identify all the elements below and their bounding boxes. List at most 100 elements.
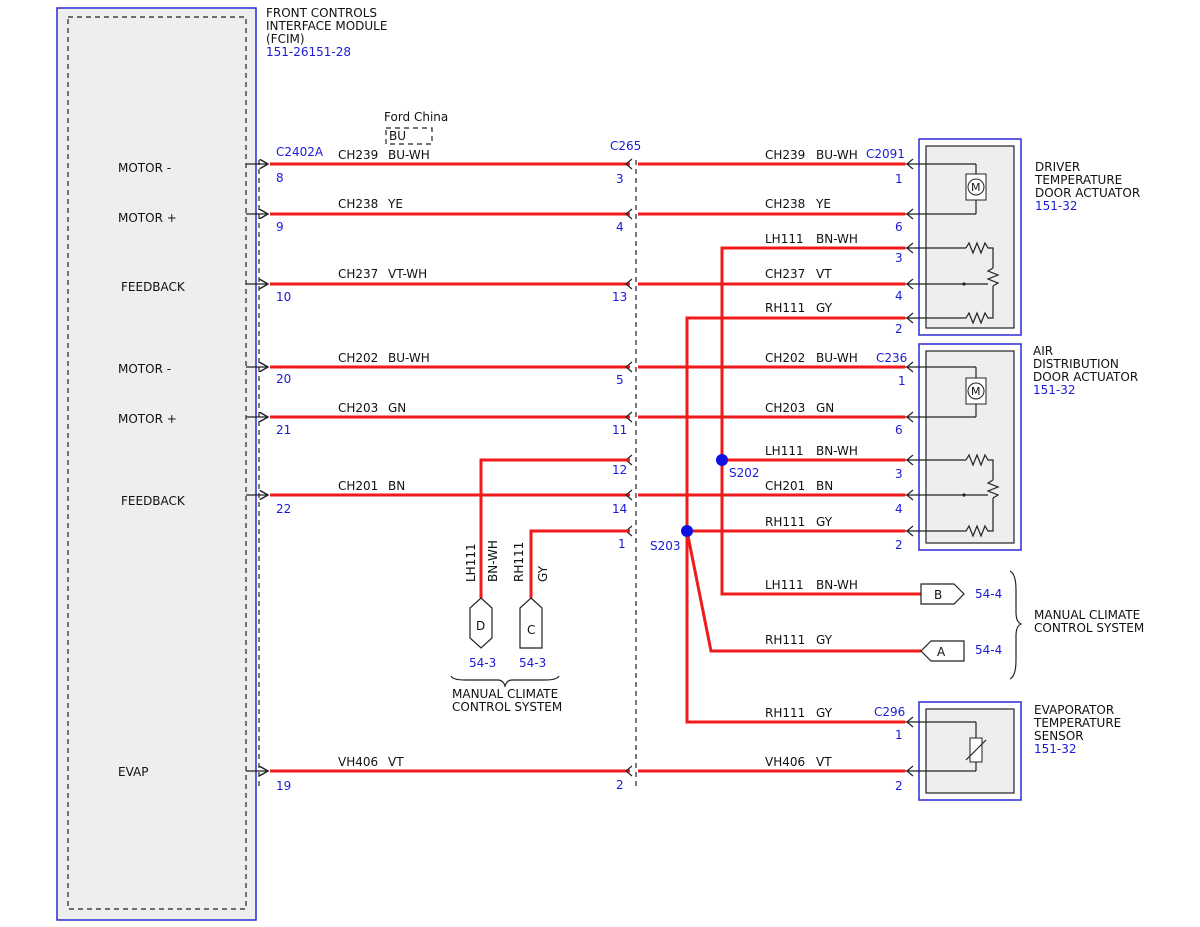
svg-text:8: 8: [276, 171, 284, 185]
svg-text:6: 6: [895, 423, 903, 437]
svg-text:TEMPERATURE: TEMPERATURE: [1033, 716, 1121, 730]
terminal-a: A: [920, 640, 965, 662]
ref-54-4-a: 54-4: [975, 643, 1002, 657]
svg-text:14: 14: [612, 502, 627, 516]
svg-text:RH111: RH111: [765, 515, 805, 529]
svg-text:LH111: LH111: [765, 232, 804, 246]
evap-temp-sensor-title: EVAPORATOR TEMPERATURE SENSOR 151-32: [1033, 703, 1121, 756]
svg-text:11: 11: [612, 423, 627, 437]
motor-symbol: M: [971, 181, 981, 194]
svg-text:INTERFACE MODULE: INTERFACE MODULE: [266, 19, 387, 33]
svg-text:4: 4: [895, 289, 903, 303]
svg-text:151-32: 151-32: [1033, 383, 1076, 397]
svg-text:B: B: [934, 588, 942, 602]
svg-text:1: 1: [895, 728, 903, 742]
svg-text:CH238: CH238: [765, 197, 805, 211]
svg-text:MANUAL CLIMATE: MANUAL CLIMATE: [452, 687, 558, 701]
component-arrows: [906, 158, 914, 777]
svg-text:1: 1: [618, 537, 626, 551]
evap-temp-sensor: [905, 701, 1022, 801]
svg-text:YE: YE: [815, 197, 831, 211]
svg-text:22: 22: [276, 502, 291, 516]
svg-text:(FCIM): (FCIM): [266, 32, 305, 46]
splice-s203: [681, 525, 693, 537]
svg-text:DRIVER: DRIVER: [1035, 160, 1080, 174]
svg-text:Ford China: Ford China: [384, 110, 448, 124]
svg-text:GY: GY: [816, 706, 833, 720]
terminal-c: C: [519, 597, 543, 649]
bracket-bottom: [450, 675, 560, 688]
svg-text:CH202: CH202: [338, 351, 378, 365]
svg-text:151-32: 151-32: [1035, 199, 1078, 213]
splice-s202: [716, 454, 728, 466]
svg-text:CH237: CH237: [338, 267, 378, 281]
svg-text:AIR: AIR: [1033, 344, 1053, 358]
svg-text:13: 13: [612, 290, 627, 304]
fcim-title: FRONT CONTROLS INTERFACE MODULE (FCIM) 1…: [266, 6, 387, 59]
svg-text:3: 3: [616, 172, 624, 186]
terminal-b: B: [920, 583, 965, 605]
svg-text:CH239: CH239: [765, 148, 805, 162]
svg-text:VT: VT: [388, 755, 404, 769]
manual-climate-right: MANUAL CLIMATE CONTROL SYSTEM: [1034, 608, 1144, 635]
svg-text:2: 2: [895, 779, 903, 793]
svg-text:CONTROL SYSTEM: CONTROL SYSTEM: [452, 700, 562, 714]
svg-text:LH111: LH111: [765, 444, 804, 458]
ref-54-3-d: 54-3: [469, 656, 496, 670]
svg-text:2: 2: [895, 322, 903, 336]
svg-text:BN-WH: BN-WH: [816, 578, 858, 592]
svg-text:GY: GY: [536, 565, 550, 582]
svg-text:VH406: VH406: [338, 755, 378, 769]
c2402a-pin-numbers: 8 9 10 20 21 22 19: [276, 171, 291, 793]
svg-text:12: 12: [612, 463, 627, 477]
svg-text:CH239: CH239: [338, 148, 378, 162]
svg-text:M: M: [971, 385, 981, 398]
svg-text:RH111: RH111: [512, 542, 526, 582]
svg-text:2: 2: [895, 538, 903, 552]
svg-text:3: 3: [895, 251, 903, 265]
svg-text:MANUAL CLIMATE: MANUAL CLIMATE: [1034, 608, 1140, 622]
svg-text:VT: VT: [816, 267, 832, 281]
ref-54-3-c: 54-3: [519, 656, 546, 670]
svg-text:4: 4: [895, 502, 903, 516]
svg-text:CH201: CH201: [765, 479, 805, 493]
terminal-d: D: [469, 597, 493, 649]
svg-text:19: 19: [276, 779, 291, 793]
svg-text:BU-WH: BU-WH: [816, 351, 858, 365]
svg-text:MOTOR -: MOTOR -: [118, 161, 171, 175]
left-wires: [270, 162, 630, 773]
ford-china-note: Ford China BU: [384, 110, 448, 145]
fcim-pin-labels: MOTOR - MOTOR + FEEDBACK MOTOR - MOTOR +…: [118, 161, 186, 779]
svg-text:RH111: RH111: [765, 301, 805, 315]
svg-text:BN-WH: BN-WH: [816, 232, 858, 246]
module-stubs: [246, 164, 268, 771]
svg-text:2: 2: [616, 778, 624, 792]
ref-54-4-b: 54-4: [975, 587, 1002, 601]
c2402a-label: C2402A: [276, 145, 324, 159]
component-pin-numbers: 1 6 3 4 2 1 6 3 4 2 1 2: [895, 172, 906, 793]
svg-text:FEEDBACK: FEEDBACK: [121, 494, 186, 508]
svg-text:20: 20: [276, 372, 291, 386]
svg-text:DISTRIBUTION: DISTRIBUTION: [1033, 357, 1119, 371]
svg-text:GY: GY: [816, 301, 833, 315]
svg-text:BU: BU: [389, 129, 406, 143]
svg-text:CONTROL SYSTEM: CONTROL SYSTEM: [1034, 621, 1144, 635]
air-distribution-actuator-title: AIR DISTRIBUTION DOOR ACTUATOR 151-32: [1033, 344, 1138, 397]
svg-text:151-26151-28: 151-26151-28: [266, 45, 351, 59]
svg-text:MOTOR -: MOTOR -: [118, 362, 171, 376]
svg-text:TEMPERATURE: TEMPERATURE: [1034, 173, 1122, 187]
svg-text:D: D: [476, 619, 485, 633]
svg-text:BU-WH: BU-WH: [388, 351, 430, 365]
svg-text:VT: VT: [816, 755, 832, 769]
svg-text:CH238: CH238: [338, 197, 378, 211]
svg-text:DOOR ACTUATOR: DOOR ACTUATOR: [1033, 370, 1138, 384]
svg-text:RH111: RH111: [765, 706, 805, 720]
svg-text:VT-WH: VT-WH: [388, 267, 427, 281]
svg-text:21: 21: [276, 423, 291, 437]
svg-text:151-32: 151-32: [1034, 742, 1077, 756]
air-distribution-actuator: M: [905, 343, 1022, 551]
bracket-right: [1009, 570, 1023, 680]
svg-text:SENSOR: SENSOR: [1034, 729, 1084, 743]
svg-text:CH203: CH203: [765, 401, 805, 415]
